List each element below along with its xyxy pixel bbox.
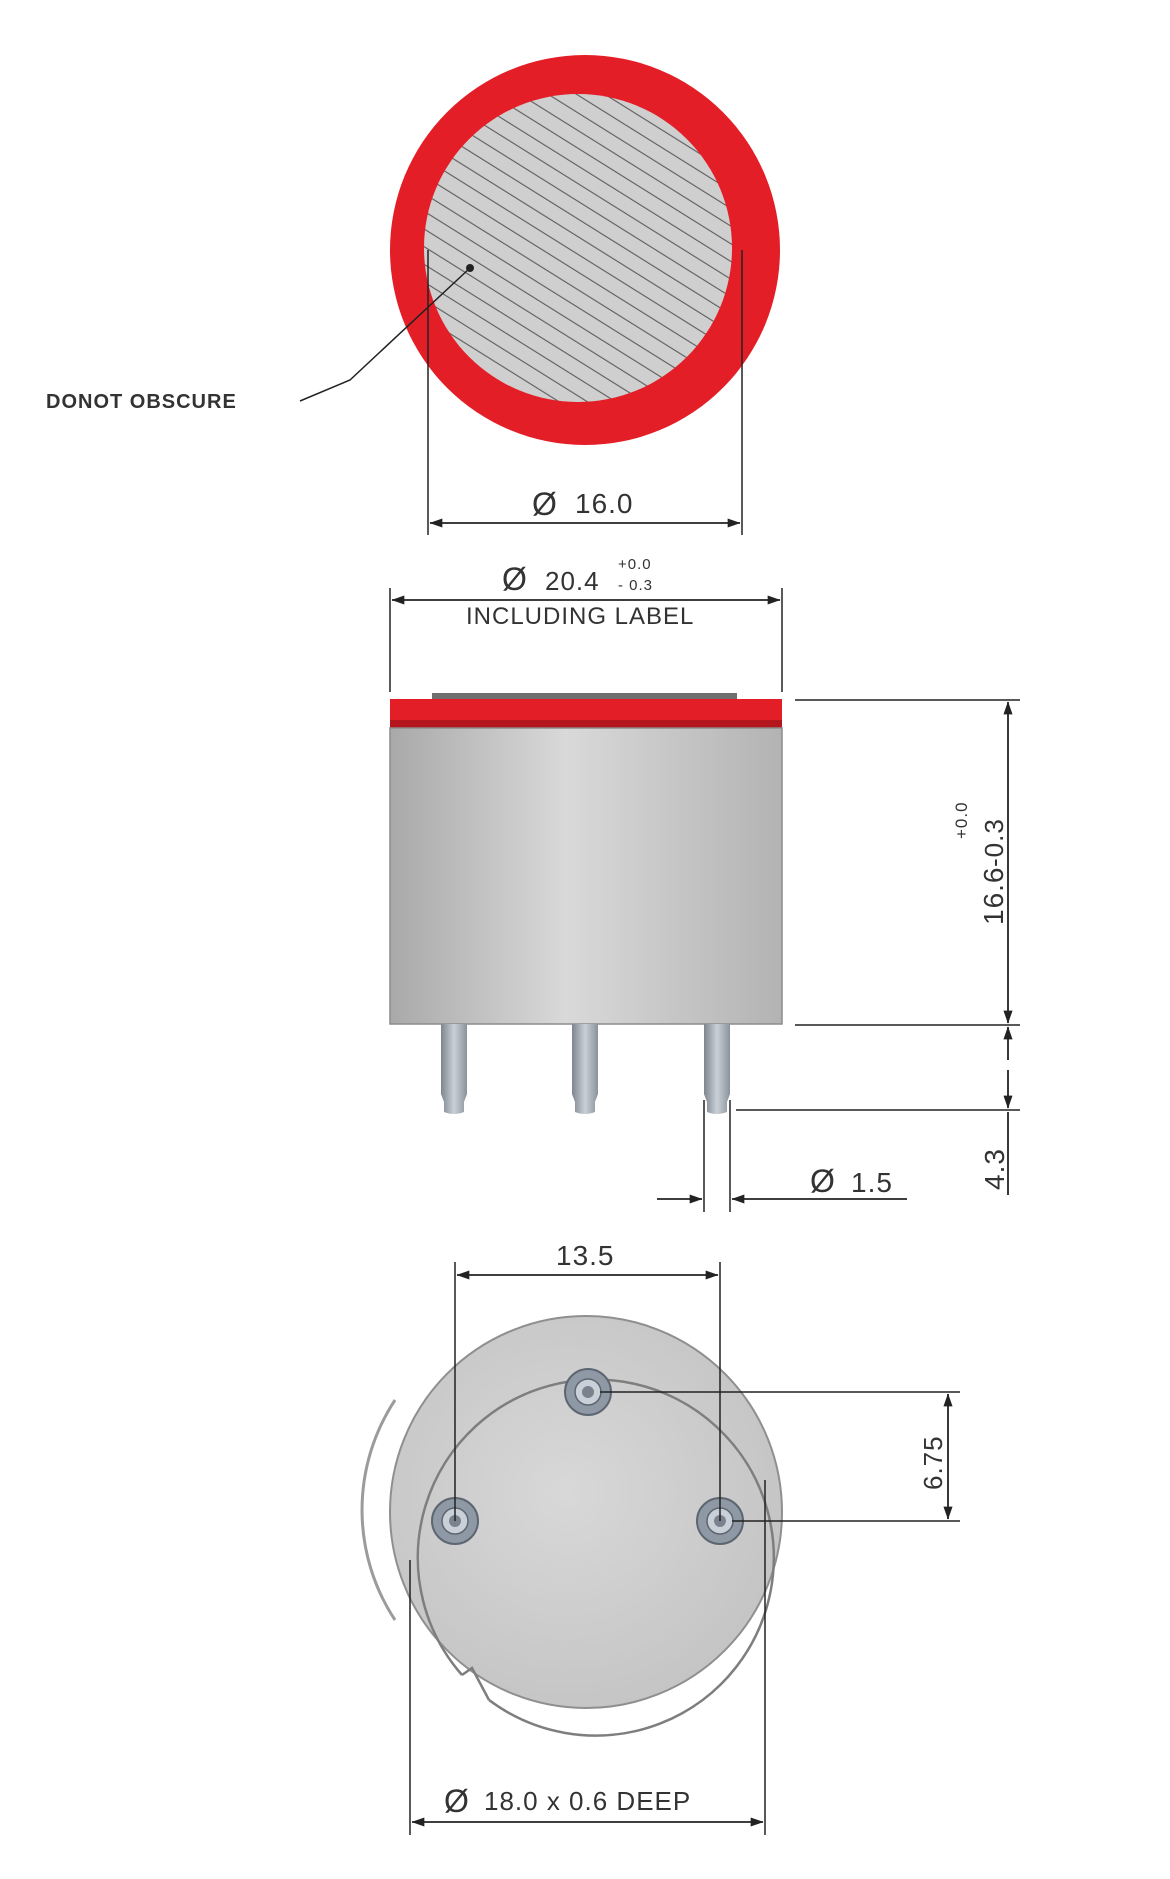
membrane-diameter-symbol: Ø	[532, 486, 558, 522]
label-tolerance-plus: +0.0	[618, 556, 652, 573]
note-leader-line	[299, 267, 471, 402]
recess-diameter-symbol: Ø	[444, 1783, 470, 1819]
base-recess-ring	[416, 1378, 776, 1737]
membrane-diameter-value: 16.0	[575, 488, 634, 519]
pin-offset-value: 6.75	[918, 1435, 948, 1490]
height-value: 16.6	[978, 867, 1009, 926]
pin-diameter-symbol: Ø	[810, 1163, 836, 1199]
base-key-notch	[461, 1666, 491, 1701]
pin-right	[704, 1024, 730, 1114]
height-tolerance-plus: +0.0	[952, 801, 971, 839]
label-diameter-value: 20.4	[545, 566, 600, 596]
sensor-body-cylinder	[389, 727, 783, 1025]
recess-diameter-value: 18.0 x 0.6 DEEP	[484, 1786, 691, 1816]
pin-middle	[572, 1024, 598, 1114]
top-view: DONOT OBSCURE Ø 16.0	[46, 55, 780, 535]
bottom-view: 13.5 6.75 Ø 18.0 x 0.6 DEEP	[360, 1240, 960, 1835]
sensor-top-rim	[432, 693, 737, 701]
sensor-label-band-shade	[390, 720, 782, 728]
including-label-note: INCLUDING LABEL	[466, 603, 694, 630]
side-view: Ø 20.4 +0.0 - 0.3 INCLUDING LABEL 16.6 -…	[389, 556, 1020, 1212]
do-not-obscure-note: DONOT OBSCURE	[46, 391, 237, 413]
label-diameter-symbol: Ø	[502, 561, 528, 597]
pin-spacing-value: 13.5	[556, 1240, 615, 1271]
label-tolerance-minus: - 0.3	[618, 577, 653, 594]
height-tolerance-minus: -0.3	[979, 818, 1009, 867]
base-outer-disc	[389, 1315, 783, 1709]
top-view-gas-membrane	[424, 94, 732, 402]
pin-left	[441, 1024, 467, 1114]
base-shadow-edge	[360, 1399, 397, 1621]
pin-diameter-value: 1.5	[851, 1167, 893, 1198]
pin-length-value: 4.3	[979, 1148, 1010, 1190]
contact-top	[564, 1368, 612, 1416]
